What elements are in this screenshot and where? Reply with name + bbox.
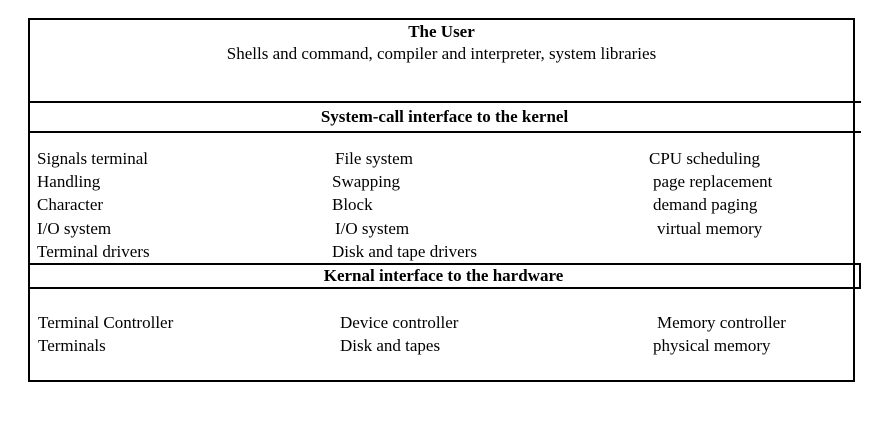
kernel-item: Character (37, 195, 104, 215)
hardware-terminal-column: Terminal Controller Terminals (38, 311, 173, 357)
hardware-interface-label: Kernal interface to the hardware (323, 266, 564, 285)
hardware-device-column: Device controller Disk and tapes (340, 311, 458, 357)
syscall-interface-label: System-call interface to the kernel (320, 107, 569, 126)
kernel-item: I/O system (335, 218, 410, 238)
kernel-filesystem-column: File system Swapping Block I/O system Di… (332, 147, 477, 263)
kernel-cpu-column: CPU scheduling page replacement demand p… (649, 147, 772, 240)
kernel-item: CPU scheduling (649, 149, 760, 168)
hardware-item: Memory controller (657, 313, 786, 332)
hardware-item: Disk and tapes (340, 336, 441, 356)
hardware-memory-column: Memory controller physical memory (653, 311, 786, 357)
kernel-item: File system (335, 149, 413, 168)
kernel-item: Swapping (332, 172, 400, 192)
kernel-item: virtual memory (657, 218, 763, 238)
kernel-item: Block (332, 195, 373, 215)
kernel-signals-column: Signals terminal Handling Character I/O … (37, 147, 150, 263)
kernel-item: demand paging (653, 195, 758, 215)
hardware-item: Terminals (38, 336, 106, 356)
kernel-item: page replacement (653, 172, 773, 192)
kernel-item: I/O system (37, 218, 112, 238)
kernel-item: Terminal drivers (37, 241, 150, 261)
hardware-item: Device controller (340, 313, 459, 332)
user-layer-description: Shells and command, compiler and interpr… (226, 44, 657, 63)
hardware-item: Terminal Controller (38, 313, 174, 332)
user-layer-title: The User (408, 22, 475, 41)
kernel-item: Disk and tape drivers (332, 241, 477, 261)
syscall-interface-band: System-call interface to the kernel (28, 101, 861, 133)
kernel-item: Signals terminal (37, 149, 148, 168)
diagram-outer-border (28, 18, 855, 382)
hardware-interface-band: Kernal interface to the hardware (28, 263, 861, 289)
hardware-item: physical memory (653, 336, 771, 356)
kernel-item: Handling (37, 172, 101, 192)
